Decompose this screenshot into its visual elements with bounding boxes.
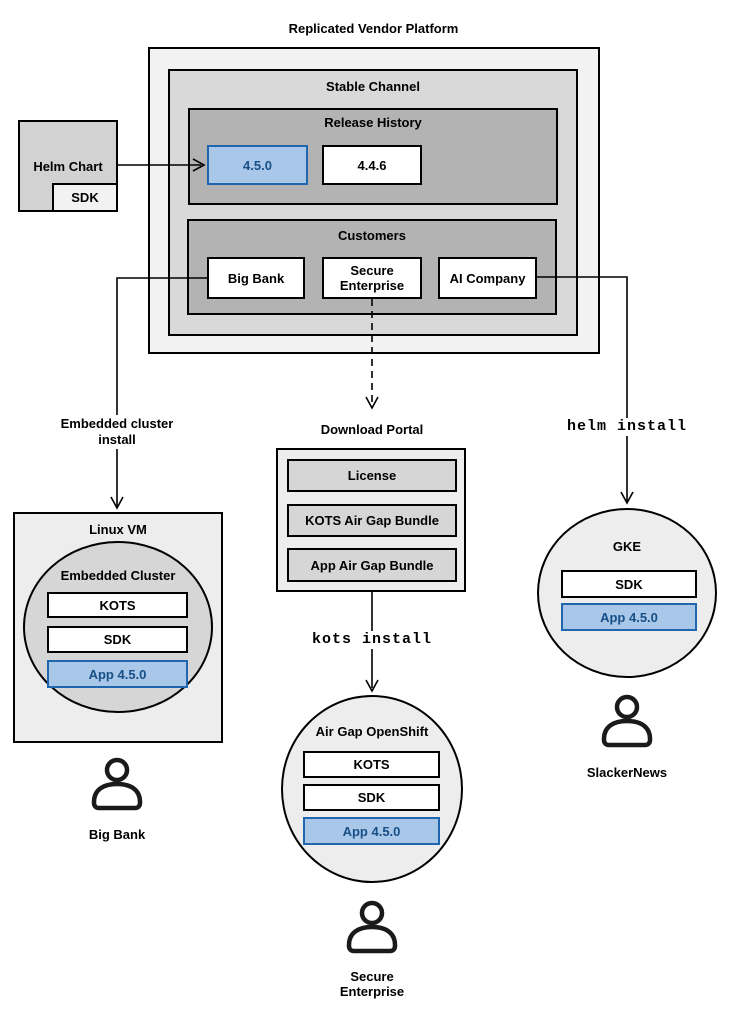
diagram-title: Replicated Vendor Platform bbox=[288, 21, 459, 36]
arrowhead-aicompany-to-gke bbox=[620, 491, 634, 505]
arrowhead-portal-to-openshift bbox=[365, 679, 379, 693]
edge-label-embedded-cluster-install: Embedded cluster install bbox=[51, 415, 183, 449]
portal-app-bundle-node: App Air Gap Bundle bbox=[287, 548, 457, 582]
release-450-node: 4.5.0 bbox=[207, 145, 308, 185]
user-label-secure-enterprise: Secure Enterprise bbox=[339, 969, 405, 999]
linux-vm-title: Linux VM bbox=[89, 522, 147, 537]
embedded-kots-node: KOTS bbox=[47, 592, 188, 618]
openshift-sdk-node: SDK bbox=[303, 784, 440, 811]
gke-app-node: App 4.5.0 bbox=[561, 603, 697, 631]
helm-chart-sdk-node: SDK bbox=[52, 183, 118, 212]
openshift-app-node: App 4.5.0 bbox=[303, 817, 440, 845]
user-icon bbox=[346, 900, 398, 954]
edge-label-kots-install: kots install bbox=[307, 631, 437, 649]
download-portal-title: Download Portal bbox=[320, 422, 424, 437]
gke-sdk-node: SDK bbox=[561, 570, 697, 598]
release-446-node: 4.4.6 bbox=[322, 145, 422, 185]
gke-title: GKE bbox=[612, 539, 642, 554]
openshift-kots-node: KOTS bbox=[303, 751, 440, 778]
edge-label-helm-install: helm install bbox=[562, 418, 692, 436]
customer-ai-company-node: AI Company bbox=[438, 257, 537, 299]
release-history-title: Release History bbox=[324, 115, 422, 130]
embedded-sdk-node: SDK bbox=[47, 626, 188, 653]
air-gap-openshift-title: Air Gap OpenShift bbox=[315, 724, 429, 739]
user-label-big-bank: Big Bank bbox=[88, 827, 146, 842]
user-label-slackernews: SlackerNews bbox=[586, 765, 668, 780]
embedded-cluster-title: Embedded Cluster bbox=[60, 568, 176, 583]
arrowhead-secure-to-portal bbox=[365, 396, 379, 410]
portal-kots-bundle-node: KOTS Air Gap Bundle bbox=[287, 504, 457, 537]
customer-big-bank-node: Big Bank bbox=[207, 257, 305, 299]
stable-channel-title: Stable Channel bbox=[326, 79, 420, 94]
portal-license-node: License bbox=[287, 459, 457, 492]
arrowhead-bigbank-to-linuxvm bbox=[110, 496, 124, 510]
user-icon bbox=[91, 757, 143, 811]
customer-secure-enterprise-node: Secure Enterprise bbox=[322, 257, 422, 299]
user-icon bbox=[601, 694, 653, 748]
embedded-app-node: App 4.5.0 bbox=[47, 660, 188, 688]
customers-title: Customers bbox=[338, 228, 406, 243]
